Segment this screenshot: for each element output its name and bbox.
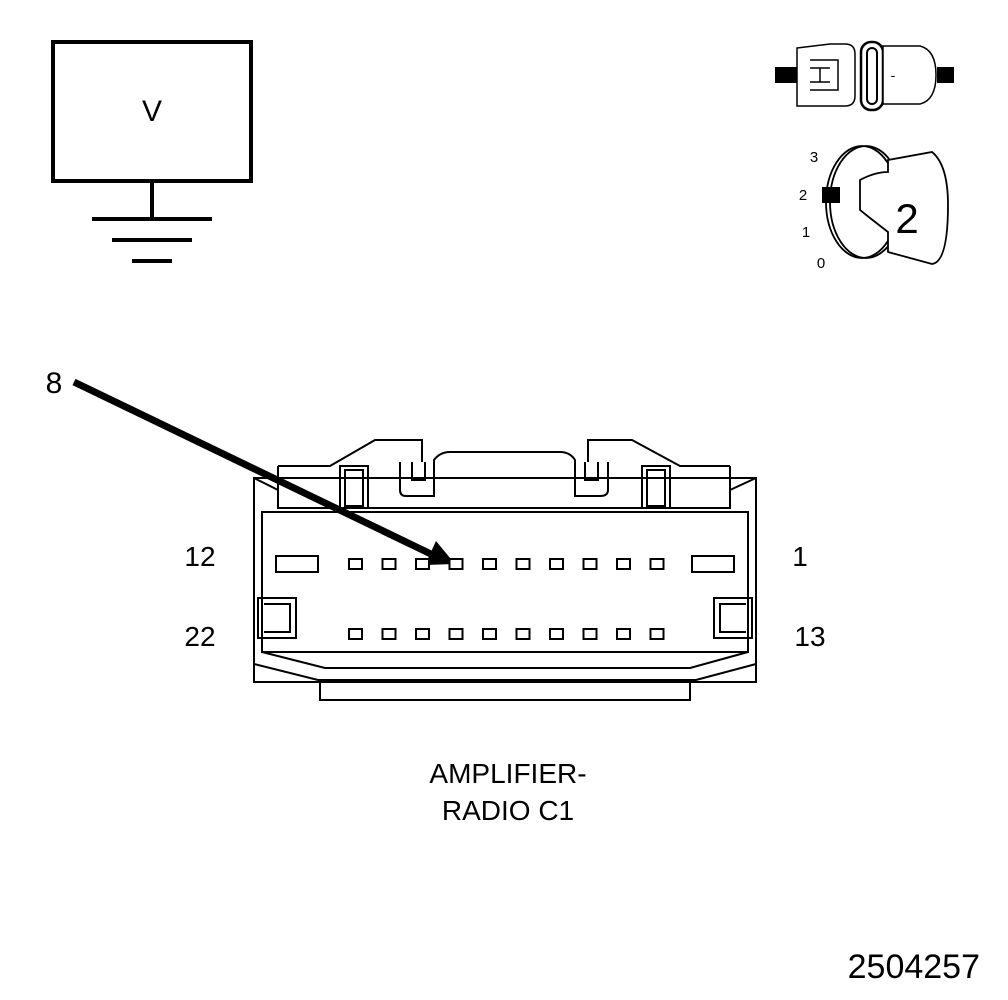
pin-cavities: [348, 558, 665, 640]
pin-label-bottom-left: 22: [184, 621, 215, 652]
ignition-key-icon: [859, 151, 949, 265]
pin-cavity: [381, 558, 397, 570]
pin-cavity: [616, 628, 631, 640]
probe-arrow: 8: [46, 367, 455, 565]
pin-cavity: [415, 558, 430, 570]
amplifier-radio-connector: [253, 439, 757, 701]
pin-label-top-left: 12: [184, 541, 215, 572]
pin-cavity: [515, 558, 531, 570]
pin-cavity: [415, 628, 430, 640]
pin-cavity: [482, 628, 497, 640]
ignition-position-2: 2: [799, 187, 807, 204]
connector-name-line1: AMPLIFIER-: [429, 758, 586, 789]
connector-icon-mark: -: [891, 67, 896, 83]
pin-cavity: [448, 628, 464, 640]
pin-label-bottom-right: 13: [794, 621, 825, 652]
pin-label-top-right: 1: [792, 541, 808, 572]
pin-cavity: [348, 558, 363, 570]
voltmeter-symbol: V: [51, 40, 253, 263]
pin-cavity: [549, 628, 564, 640]
pin-cavity: [582, 558, 598, 570]
pin-cavity: [549, 558, 564, 570]
ignition-switch-icon: 3 2 1 0 2: [799, 145, 949, 272]
pin-cavity: [482, 558, 497, 570]
pin-cavity: [448, 558, 464, 570]
probe-pin-label: 8: [46, 367, 63, 400]
ignition-key-label: 2: [895, 195, 918, 242]
voltmeter-label: V: [142, 95, 162, 128]
pin-cavity: [348, 628, 363, 640]
ignition-position-1: 1: [802, 224, 810, 241]
pin-cavity: [649, 628, 665, 640]
pin-cavity: [616, 558, 631, 570]
pin-cavity: [381, 628, 397, 640]
pin-cavity: [582, 628, 598, 640]
figure-id: 2504257: [848, 948, 980, 986]
pin-cavity: [515, 628, 531, 640]
ignition-position-marker: [822, 187, 840, 203]
connector-name-line2: RADIO C1: [442, 795, 574, 826]
ignition-position-3: 3: [810, 149, 818, 166]
ignition-position-0: 0: [817, 255, 825, 272]
pin-cavity: [649, 558, 665, 570]
ground-icon: [92, 181, 212, 263]
connector-plug-icon: -: [775, 40, 954, 112]
